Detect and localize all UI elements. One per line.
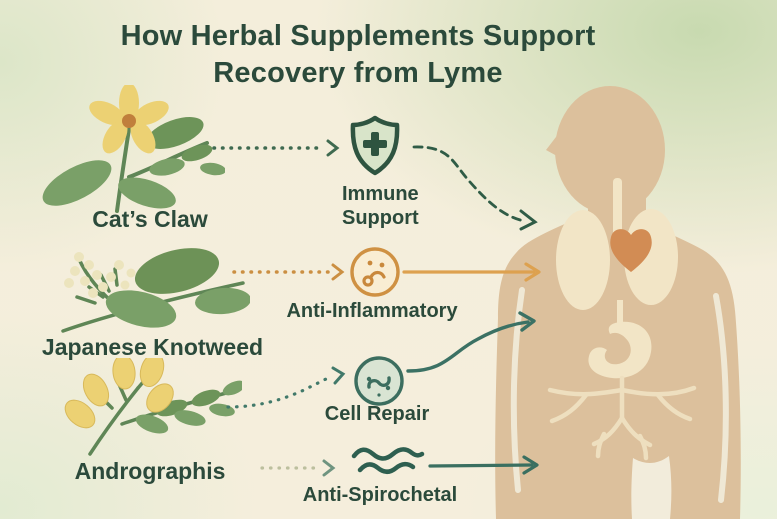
knotweed-flower-spikes-icon xyxy=(64,252,136,298)
cats-claw-illustration xyxy=(42,85,225,213)
benefit-label-immune-support: Immune Support xyxy=(342,183,419,230)
herb-label-cats-claw: Cat’s Claw xyxy=(92,206,208,232)
organs-illustration xyxy=(547,178,697,461)
benefit-label-cell-repair: Cell Repair xyxy=(324,403,430,425)
shield-cross-icon xyxy=(350,115,400,176)
cell-repair-circle-icon xyxy=(354,356,404,406)
body-silhouette xyxy=(495,86,741,519)
benefit-label-anti-spirochetal: Anti-Spirochetal xyxy=(302,484,458,506)
arrow-knotweed-to-antiinflammatory xyxy=(232,263,345,281)
trachea-icon xyxy=(613,178,622,236)
inflammation-circle-icon xyxy=(350,247,400,297)
arrow-cats-claw-to-immune xyxy=(212,139,340,157)
spirochete-waves-icon xyxy=(351,447,425,474)
page-title: How Herbal Supplements Support Recovery … xyxy=(120,20,596,89)
stomach-icon xyxy=(588,321,652,379)
benefit-label-anti-inflammatory: Anti-Inflammatory xyxy=(286,300,458,322)
herb-label-japanese-knotweed: Japanese Knotweed xyxy=(41,334,264,360)
cats-claw-flower-icon xyxy=(89,85,169,154)
arrow-andrographis-to-antispirochetal xyxy=(260,459,336,477)
japanese-knotweed-illustration xyxy=(61,248,250,333)
heart-icon xyxy=(610,229,652,272)
andrographis-illustration xyxy=(64,358,242,456)
andrographis-buds-icon xyxy=(64,358,174,429)
herb-label-andrographis: Andrographis xyxy=(74,458,226,484)
human-body-illustration xyxy=(495,86,741,519)
left-lung-icon xyxy=(556,210,610,310)
arrow-andrographis-to-cellrepair xyxy=(226,366,346,409)
nerve-roots-icon xyxy=(547,375,697,461)
